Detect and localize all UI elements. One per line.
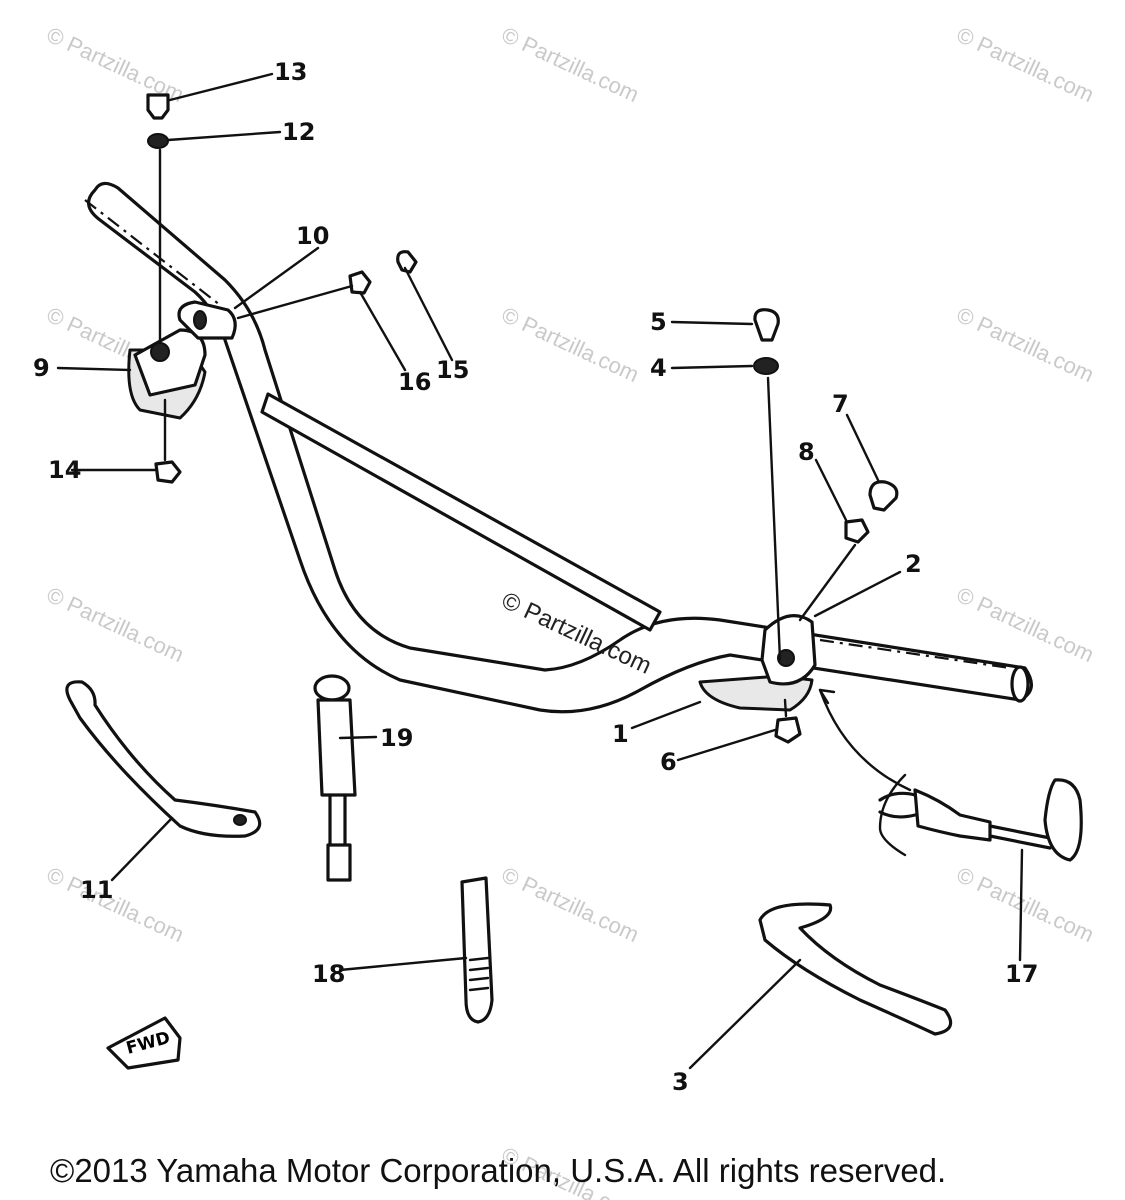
callout-4: 4 <box>650 354 667 382</box>
leader-lines <box>56 72 1024 1070</box>
callout-18: 18 <box>312 960 345 988</box>
fwd-tag: FWD <box>106 1016 182 1070</box>
watermark: © Partzilla.com <box>953 862 1098 947</box>
left-lever <box>65 680 262 838</box>
callout-13: 13 <box>274 58 307 86</box>
callout-7: 7 <box>832 390 849 418</box>
watermark: © Partzilla.com <box>43 582 188 667</box>
callout-3: 3 <box>672 1068 689 1096</box>
watermark: © Partzilla.com <box>498 862 643 947</box>
watermark: © Partzilla.com <box>953 302 1098 387</box>
watermark: © Partzilla.com <box>953 582 1098 667</box>
callout-11: 11 <box>80 876 113 904</box>
assembly-lines <box>158 148 857 718</box>
clutch-switch <box>313 674 357 882</box>
callout-1: 1 <box>612 720 629 748</box>
callout-6: 6 <box>660 748 677 776</box>
callout-16: 16 <box>398 368 431 396</box>
watermark: © Partzilla.com <box>498 22 643 107</box>
watermark: © Partzilla.com <box>498 302 643 387</box>
copyright-notice: ©2013 Yamaha Motor Corporation, U.S.A. A… <box>50 1152 946 1189</box>
handlebar <box>84 181 1033 714</box>
callout-9: 9 <box>33 354 50 382</box>
right-lever <box>758 902 953 1036</box>
callout-14: 14 <box>48 456 81 484</box>
small-hardware <box>146 93 899 744</box>
callout-numbers: 1 2 3 4 5 6 7 8 9 10 11 12 13 14 15 16 1… <box>33 58 1038 1096</box>
callout-15: 15 <box>436 356 469 384</box>
callout-5: 5 <box>650 308 667 336</box>
callout-10: 10 <box>296 222 329 250</box>
callout-19: 19 <box>380 724 413 752</box>
switch-assembly <box>818 688 1083 862</box>
watermark: © Partzilla.com <box>43 862 188 947</box>
watermark: © Partzilla.com <box>953 22 1098 107</box>
callout-12: 12 <box>282 118 315 146</box>
wire-strap <box>460 876 494 1024</box>
callout-2: 2 <box>905 550 922 578</box>
left-lever-holder <box>127 328 207 420</box>
callout-17: 17 <box>1005 960 1038 988</box>
clamp <box>177 300 237 340</box>
callout-8: 8 <box>798 438 815 466</box>
